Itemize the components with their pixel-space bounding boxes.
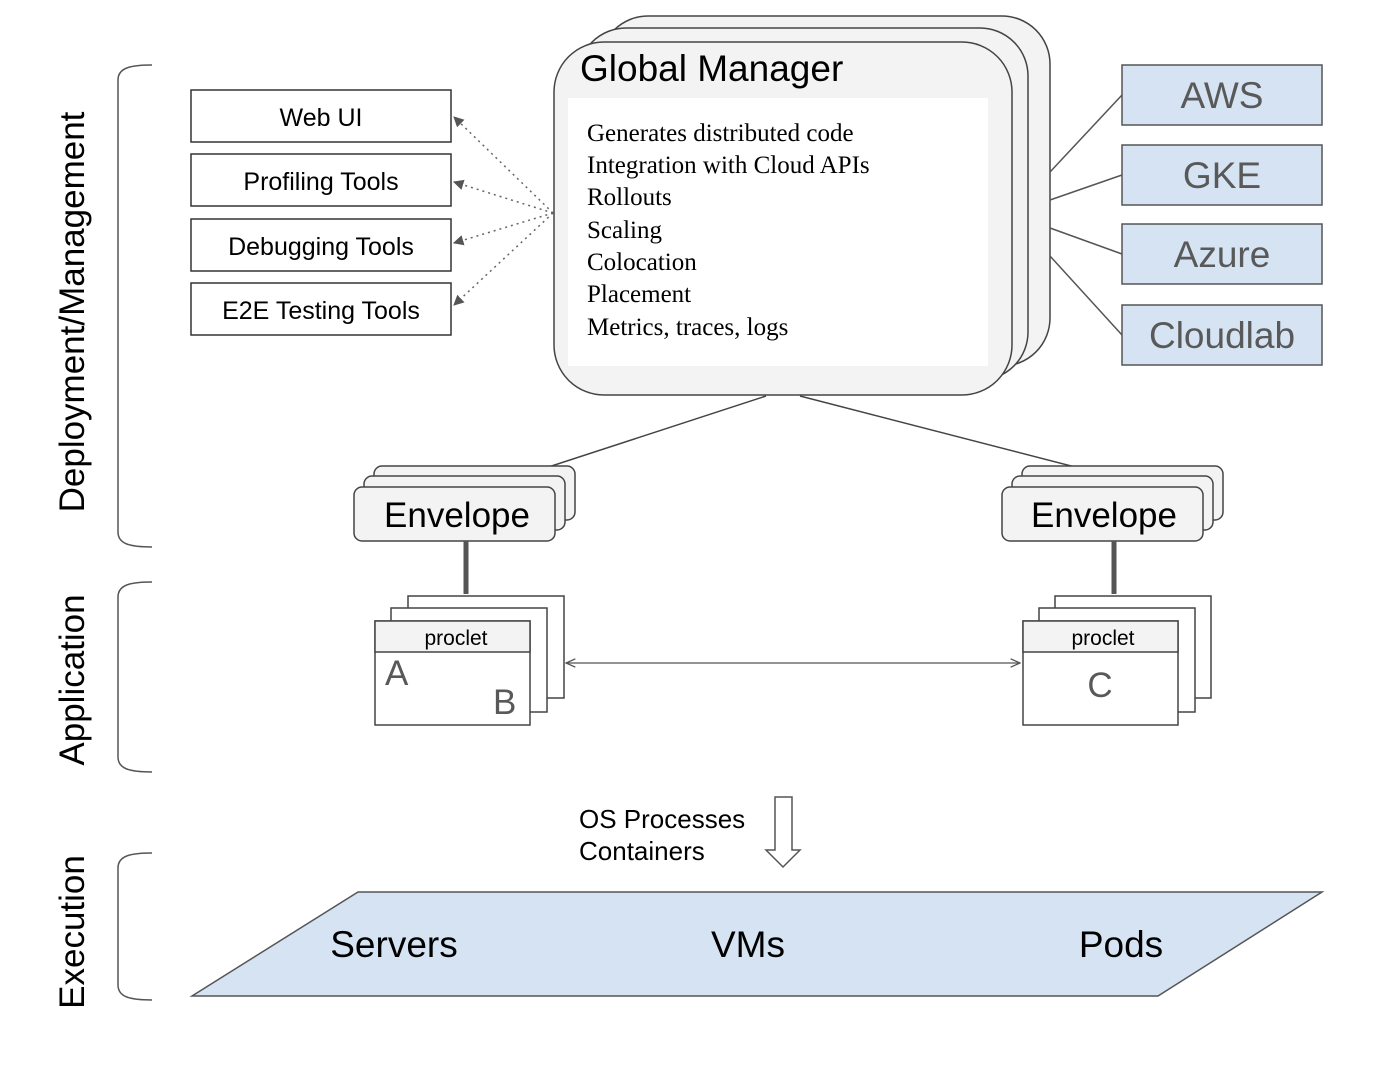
feature-item: Metrics, traces, logs xyxy=(587,314,788,341)
envelope-label: Envelope xyxy=(1031,496,1177,535)
execution-target-servers: Servers xyxy=(330,924,457,965)
tool-label: Debugging Tools xyxy=(228,233,414,261)
cloud-label: Cloudlab xyxy=(1149,315,1295,356)
tool-label: E2E Testing Tools xyxy=(222,297,420,325)
feature-item: Generates distributed code xyxy=(587,120,854,147)
cloud-box-gke: GKE xyxy=(1121,144,1323,206)
feature-item: Rollouts xyxy=(587,184,672,211)
proclet-left: proclet A B xyxy=(374,595,565,726)
feature-item: Placement xyxy=(587,281,691,308)
tool-connectors xyxy=(452,116,554,306)
cloud-label: GKE xyxy=(1183,155,1261,196)
tool-box-profiling: Profiling Tools xyxy=(190,153,452,207)
cloud-label: Azure xyxy=(1174,234,1271,275)
down-arrow-icon xyxy=(764,796,802,869)
deploy-note-line2: Containers xyxy=(579,836,705,866)
global-manager-title: Global Manager xyxy=(580,48,843,89)
tool-label: Profiling Tools xyxy=(243,168,398,196)
cloud-box-azure: Azure xyxy=(1121,223,1323,285)
deployment-bracket xyxy=(117,64,153,548)
feature-item: Colocation xyxy=(587,249,697,276)
application-bracket xyxy=(117,581,153,773)
cloud-box-cloudlab: Cloudlab xyxy=(1121,304,1323,366)
envelope-left: Envelope xyxy=(353,465,576,542)
feature-item: Integration with Cloud APIs xyxy=(587,152,870,179)
feature-item: Scaling xyxy=(587,217,662,244)
proclet-right: proclet C xyxy=(1022,595,1212,726)
layer-label-application: Application xyxy=(53,594,92,765)
cloud-connectors xyxy=(1049,94,1123,336)
global-manager-feature-panel xyxy=(568,98,988,366)
tool-box-debugging: Debugging Tools xyxy=(190,218,452,272)
cloud-label: AWS xyxy=(1181,75,1264,116)
tool-label: Web UI xyxy=(280,104,363,132)
execution-platform xyxy=(189,891,1325,997)
layer-label-execution: Execution xyxy=(53,855,92,1009)
deploy-note-line1: OS Processes xyxy=(579,804,745,834)
tool-box-web-ui: Web UI xyxy=(190,89,452,143)
component-c: C xyxy=(1087,666,1112,705)
component-a: A xyxy=(385,654,409,693)
proclet-label: proclet xyxy=(424,627,487,650)
cloud-box-aws: AWS xyxy=(1121,64,1323,126)
layer-label-deployment: Deployment/Management xyxy=(53,111,92,512)
envelope-right: Envelope xyxy=(1001,465,1224,542)
component-b: B xyxy=(493,683,516,722)
execution-target-vms: VMs xyxy=(711,924,785,965)
global-manager: Global Manager Generates distributed cod… xyxy=(553,15,1051,396)
proclet-label: proclet xyxy=(1071,627,1134,650)
execution-bracket xyxy=(117,852,153,1001)
execution-target-pods: Pods xyxy=(1079,924,1163,965)
tool-box-e2e-testing: E2E Testing Tools xyxy=(190,282,452,336)
envelope-label: Envelope xyxy=(384,496,530,535)
manager-envelope-connectors xyxy=(483,395,1111,489)
